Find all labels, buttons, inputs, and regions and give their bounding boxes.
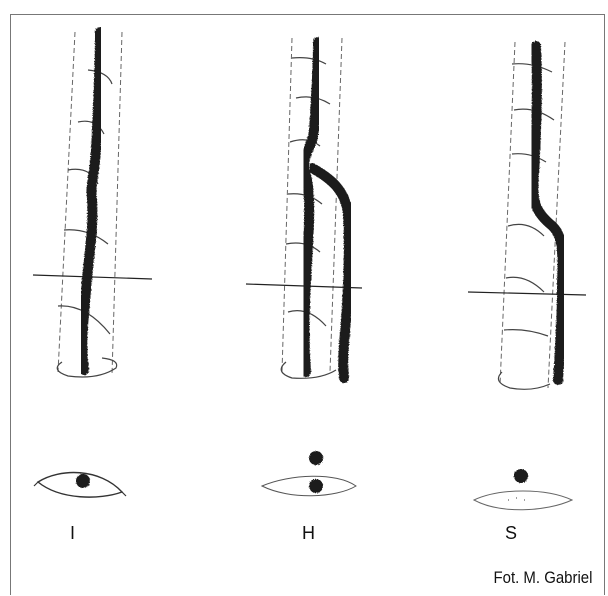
panel-h-sheath-left	[282, 38, 292, 372]
panel-s-hair-shaft	[533, 46, 562, 380]
panel-i-cut-line	[33, 275, 152, 279]
panel-h-hair	[246, 38, 362, 496]
panel-s-sheath-left	[500, 42, 515, 385]
panel-h-label: H	[302, 524, 315, 542]
panel-s-label: S	[505, 524, 517, 542]
panel-h-hair-shaft-branch	[312, 168, 349, 378]
panel-s-eye-icon	[474, 469, 572, 510]
panel-s-hair	[468, 42, 586, 510]
panel-s-cut-line	[468, 292, 586, 295]
panel-h-sheath-right	[330, 38, 342, 372]
panel-i-hair	[33, 32, 152, 497]
panel-i-label: I	[70, 524, 75, 542]
photo-credit: Fot. M. Gabriel	[493, 568, 592, 588]
panel-i-sheath-right	[112, 32, 122, 375]
panel-h-hair-shaft-main	[304, 42, 318, 372]
panel-i-eye-icon	[34, 473, 126, 498]
panel-i-hair-shaft	[82, 32, 100, 370]
panel-i-sheath-left	[58, 32, 75, 372]
panel-h-eye-icon	[262, 451, 356, 496]
